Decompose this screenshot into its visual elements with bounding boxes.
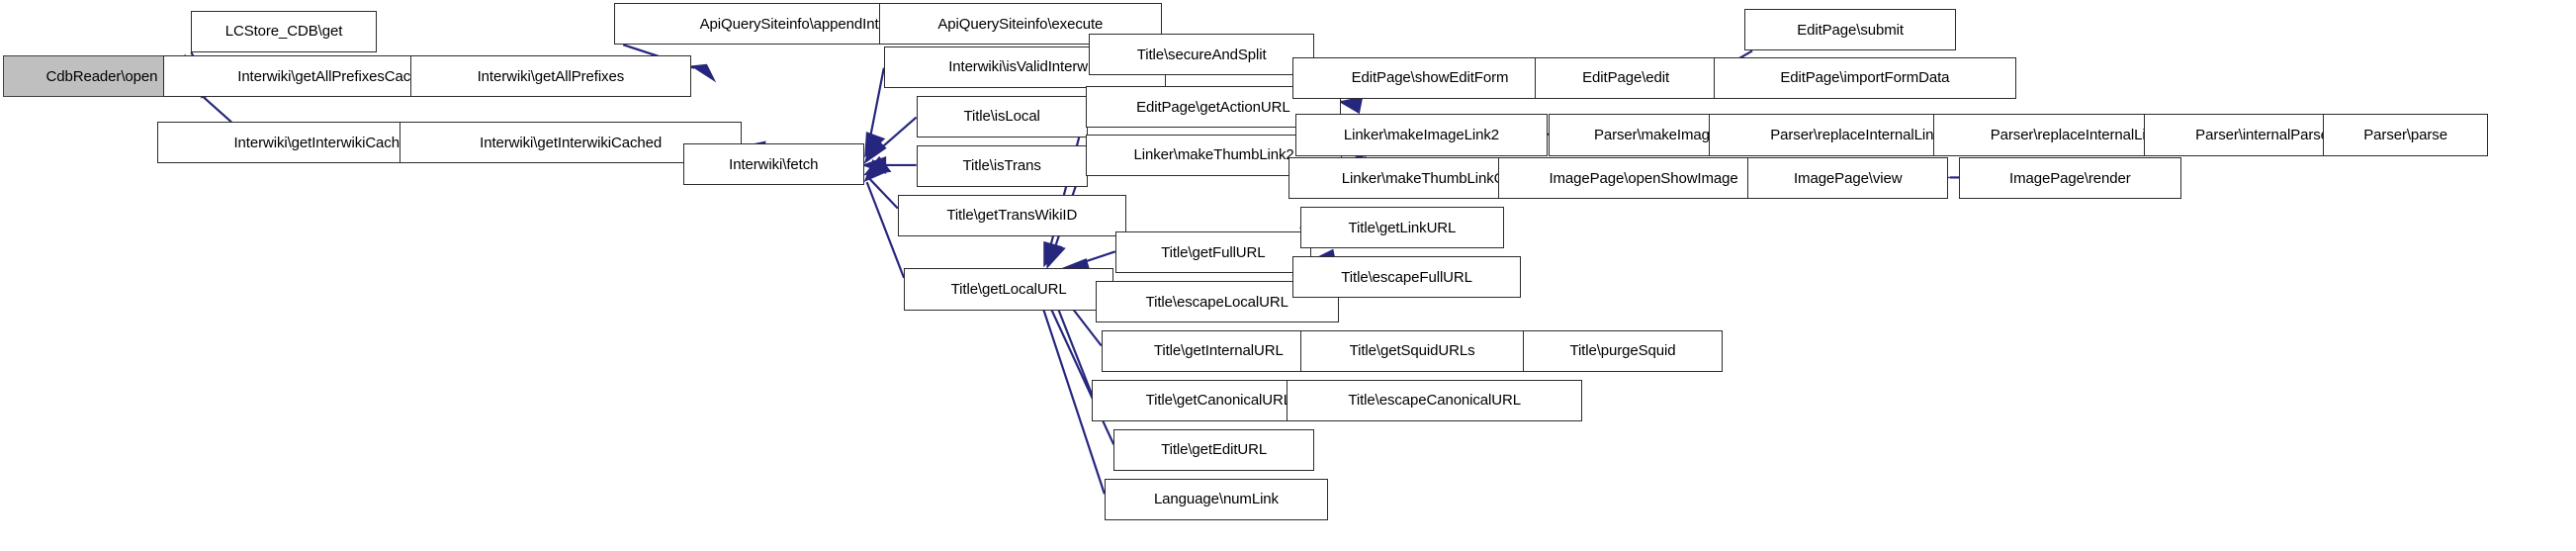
graph-node-title-escapefullurl[interactable]: Title\escapeFullURL bbox=[1292, 255, 1522, 299]
graph-node-label: EditPage\getActionURL bbox=[1136, 98, 1290, 116]
graph-edge bbox=[865, 175, 899, 210]
graph-node-label: Interwiki\getAllPrefixes bbox=[477, 67, 625, 85]
graph-node-label: Interwiki\isValidInterwiki bbox=[948, 58, 1102, 76]
graph-node-iw-getallprefixes[interactable]: Interwiki\getAllPrefixes bbox=[409, 55, 691, 98]
graph-node-label: Title\secureAndSplit bbox=[1136, 46, 1267, 63]
graph-node-title-secureandsplit[interactable]: Title\secureAndSplit bbox=[1089, 34, 1314, 76]
graph-node-editpage-edit[interactable]: EditPage\edit bbox=[1535, 56, 1718, 99]
graph-node-linker-makeimagelink2[interactable]: Linker\makeImageLink2 bbox=[1295, 114, 1548, 156]
graph-node-label: Title\getTransWikiID bbox=[946, 207, 1078, 225]
graph-node-title-escapecanonicalurl[interactable]: Title\escapeCanonicalURL bbox=[1286, 379, 1583, 421]
graph-node-iw-fetch[interactable]: Interwiki\fetch bbox=[683, 143, 864, 186]
graph-node-label: Title\purgeSquid bbox=[1569, 342, 1676, 360]
graph-edge-arrowhead bbox=[861, 156, 887, 174]
graph-node-label: Linker\makeThumbLink2 bbox=[1133, 146, 1294, 164]
graph-node-label: Interwiki\getInterwikiCached bbox=[480, 134, 663, 151]
graph-node-imagepage-view[interactable]: ImagePage\view bbox=[1747, 157, 1949, 200]
graph-node-language-numlink[interactable]: Language\numLink bbox=[1104, 478, 1329, 520]
graph-node-imagepage-render[interactable]: ImagePage\render bbox=[1959, 157, 2181, 200]
graph-node-label: Interwiki\getInterwikiCacheEntry bbox=[233, 134, 442, 151]
graph-node-label: Parser\makeImage bbox=[1593, 127, 1719, 144]
graph-node-title-getediturl[interactable]: Title\getEditURL bbox=[1113, 428, 1314, 471]
graph-node-label: Title\escapeLocalURL bbox=[1145, 293, 1288, 311]
graph-node-label: EditPage\importFormData bbox=[1780, 69, 1950, 87]
graph-node-label: EditPage\submit bbox=[1797, 21, 1904, 39]
graph-node-editpage-showeditform[interactable]: EditPage\showEditForm bbox=[1292, 56, 1567, 99]
graph-node-label: Title\escapeCanonicalURL bbox=[1348, 392, 1521, 410]
graph-node-label: Title\getEditURL bbox=[1161, 441, 1268, 459]
graph-edge bbox=[1063, 250, 1116, 270]
graph-edge-arrowhead bbox=[864, 132, 886, 158]
graph-node-title-purgesquid[interactable]: Title\purgeSquid bbox=[1522, 329, 1724, 372]
graph-node-parser-parse[interactable]: Parser\parse bbox=[2323, 114, 2489, 156]
graph-node-label: Title\isLocal bbox=[963, 108, 1040, 126]
graph-node-label: EditPage\showEditForm bbox=[1351, 69, 1509, 87]
graph-node-title-islocal[interactable]: Title\isLocal bbox=[916, 95, 1088, 138]
graph-edge-arrowhead bbox=[1046, 242, 1066, 269]
graph-node-label: Parser\internalParse bbox=[2195, 127, 2329, 144]
graph-node-title-getlinkurl[interactable]: Title\getLinkURL bbox=[1299, 207, 1504, 249]
graph-node-label: ApiQuerySiteinfo\execute bbox=[937, 15, 1104, 33]
graph-node-label: Parser\parse bbox=[2363, 127, 2447, 144]
graph-node-label: CdbReader\open bbox=[45, 67, 158, 85]
graph-node-title-getfullurl[interactable]: Title\getFullURL bbox=[1114, 231, 1311, 274]
graph-node-label: Title\getLinkURL bbox=[1348, 219, 1457, 236]
graph-node-label: Title\getCanonicalURL bbox=[1145, 392, 1292, 410]
graph-node-label: Language\numLink bbox=[1153, 491, 1279, 508]
graph-node-label: Title\getFullURL bbox=[1161, 243, 1266, 261]
graph-node-label: ImagePage\render bbox=[2009, 169, 2131, 187]
graph-node-lcstore-cdb-get[interactable]: LCStore_CDB\get bbox=[191, 10, 377, 53]
graph-node-label: Interwiki\fetch bbox=[729, 155, 819, 173]
graph-node-label: Linker\makeThumbLinkObj bbox=[1341, 169, 1517, 187]
graph-edge-arrowhead bbox=[690, 63, 717, 83]
graph-node-label: Interwiki\getAllPrefixesCached bbox=[237, 67, 435, 85]
graph-node-label: Parser\replaceInternalLinks2 bbox=[1770, 127, 1957, 144]
graph-edge bbox=[1053, 300, 1094, 396]
graph-edge-arrowhead bbox=[1043, 240, 1063, 268]
graph-node-label: EditPage\edit bbox=[1582, 69, 1670, 87]
graph-node-title-getsquidurls[interactable]: Title\getSquidURLs bbox=[1299, 329, 1525, 372]
graph-node-label: Linker\makeImageLink2 bbox=[1343, 127, 1499, 144]
graph-node-editpage-submit[interactable]: EditPage\submit bbox=[1744, 9, 1956, 51]
graph-edge-arrowhead bbox=[1338, 96, 1364, 115]
graph-node-label: Title\escapeFullURL bbox=[1341, 268, 1472, 286]
graph-edge bbox=[865, 67, 885, 155]
graph-node-title-getinternalurl[interactable]: Title\getInternalURL bbox=[1101, 329, 1336, 372]
graph-node-title-getlocalurl[interactable]: Title\getLocalURL bbox=[904, 268, 1114, 311]
graph-node-label: ImagePage\view bbox=[1793, 169, 1903, 187]
graph-edge bbox=[1047, 303, 1115, 445]
graph-node-label: LCStore_CDB\get bbox=[224, 23, 343, 41]
graph-node-label: Title\getLocalURL bbox=[950, 281, 1067, 299]
graph-node-editpage-importformdata[interactable]: EditPage\importFormData bbox=[1714, 56, 2016, 99]
graph-node-title-gettranswikiid[interactable]: Title\getTransWikiID bbox=[897, 194, 1126, 236]
graph-node-title-istrans[interactable]: Title\isTrans bbox=[916, 144, 1088, 187]
graph-edge-arrowhead bbox=[863, 134, 887, 164]
graph-node-imagepage-openshowimage[interactable]: ImagePage\openShowImage bbox=[1497, 157, 1790, 200]
graph-edge bbox=[203, 96, 232, 124]
graph-node-label: ImagePage\openShowImage bbox=[1549, 169, 1738, 187]
graph-node-label: Title\isTrans bbox=[962, 157, 1041, 175]
graph-node-label: Title\getSquidURLs bbox=[1349, 342, 1475, 360]
graph-edge bbox=[865, 116, 918, 162]
graph-node-label: Title\getInternalURL bbox=[1153, 342, 1284, 360]
graph-edge-arrowhead bbox=[863, 155, 892, 176]
graph-edge-arrowhead bbox=[863, 159, 889, 182]
graph-node-label: Parser\replaceInternalLinks bbox=[1990, 127, 2169, 144]
